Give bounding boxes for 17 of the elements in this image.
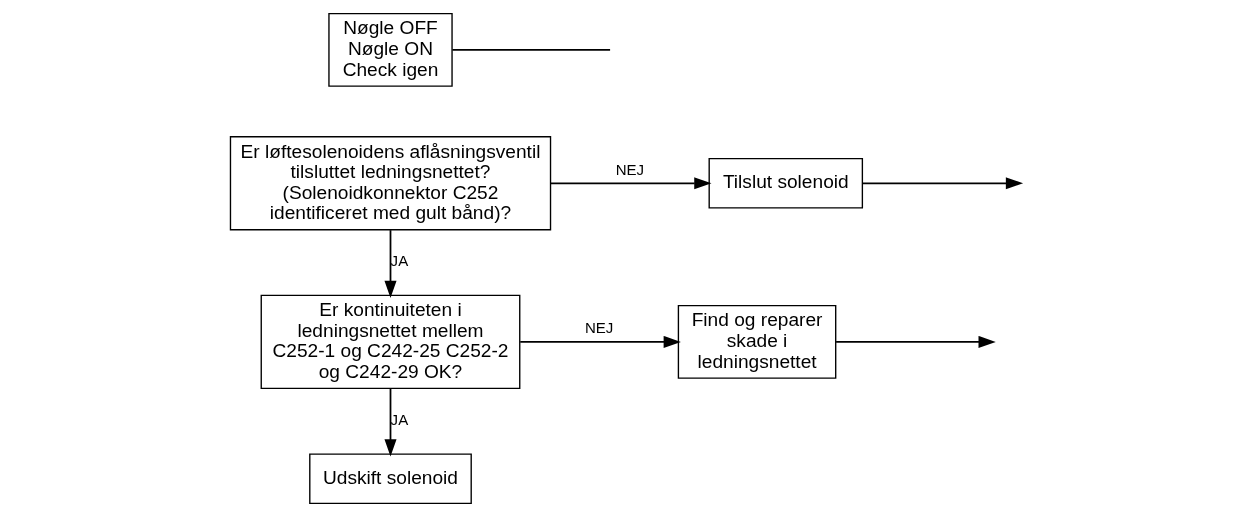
arrow — [549, 177, 711, 190]
arrow — [518, 335, 681, 348]
node-box: Er kontinuiteten i ledningsnettet mellem C252-1 og C242-25 C252-2 og C242-29 OK? — [260, 294, 520, 390]
edge-label: NEJ — [615, 160, 644, 178]
arrow — [861, 177, 1023, 190]
edge-label: JA — [390, 411, 408, 429]
arrow — [383, 229, 397, 298]
node-box: Nøgle OFF Nøgle ON Check igen — [327, 13, 453, 87]
edge-label: JA — [390, 252, 408, 270]
arrow — [383, 387, 397, 457]
node-box: Tilslut solenoid — [708, 157, 863, 209]
arrow — [834, 335, 996, 348]
node-box: Find og reparer skade i ledningsnettet — [677, 305, 836, 379]
node-box: Er løftesolenoidens aflåsningsventil tilsluttet ledningsnettet? (Solenoidkonnektor C252 identificeret med gult bånd)? — [229, 136, 551, 231]
node-box: Udskift solenoid — [308, 453, 472, 504]
connector — [451, 49, 611, 51]
edge-label: NEJ — [584, 319, 613, 337]
